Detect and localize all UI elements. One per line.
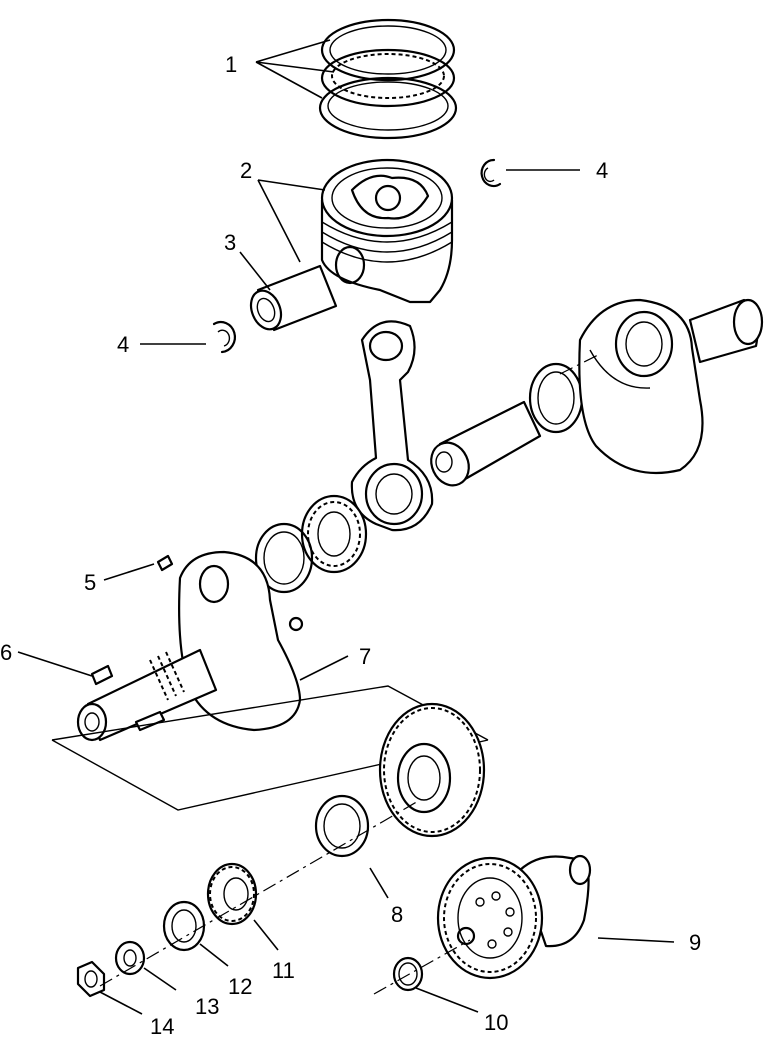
piston-pin [249, 264, 338, 332]
centerline-balance [373, 939, 471, 995]
balance-shaft-gear [436, 854, 592, 980]
callout-11: 11 [272, 958, 295, 983]
callout-9: 9 [689, 930, 701, 955]
callout-8: 8 [391, 902, 403, 927]
circlip-upper [480, 158, 502, 188]
crank-pin [430, 400, 542, 487]
hex-nut [76, 960, 106, 998]
callout-12: 12 [228, 974, 252, 999]
crankshaft-right-half [578, 298, 764, 474]
centerline-crank [99, 799, 421, 987]
callout-4-lower: 4 [117, 332, 129, 357]
callout-6: 6 [0, 640, 12, 665]
connecting-rod [350, 320, 434, 532]
lock-nut [162, 900, 206, 952]
crankshaft-gear [378, 702, 486, 838]
piston [320, 158, 454, 304]
crank-dowel-pin [156, 554, 174, 572]
callout-1: 1 [225, 52, 237, 77]
callout-4-upper: 4 [596, 158, 608, 183]
drive-sprocket [206, 862, 258, 926]
leader-lines [17, 39, 675, 1015]
lock-washer [114, 940, 146, 976]
callout-2: 2 [240, 158, 252, 183]
circlip-lower [212, 321, 237, 354]
balance-shaft-washer [392, 956, 424, 992]
piston-rings [318, 18, 458, 140]
woodruff-key [90, 664, 114, 686]
callout-10: 10 [484, 1010, 508, 1035]
callout-labels: 1 2 3 4 4 5 6 7 8 9 10 11 12 13 14 [0, 52, 701, 1037]
callout-3: 3 [224, 230, 236, 255]
callout-5: 5 [84, 570, 96, 595]
callout-14: 14 [150, 1014, 174, 1037]
callout-7: 7 [359, 644, 371, 669]
callout-13: 13 [195, 994, 219, 1019]
gear-washer [314, 794, 370, 858]
crankshaft-left-half [76, 550, 304, 742]
thrust-washer-right [528, 362, 584, 434]
centerline-rod [559, 353, 601, 375]
needle-bearing [300, 494, 368, 574]
thrust-washer-left [254, 522, 314, 594]
